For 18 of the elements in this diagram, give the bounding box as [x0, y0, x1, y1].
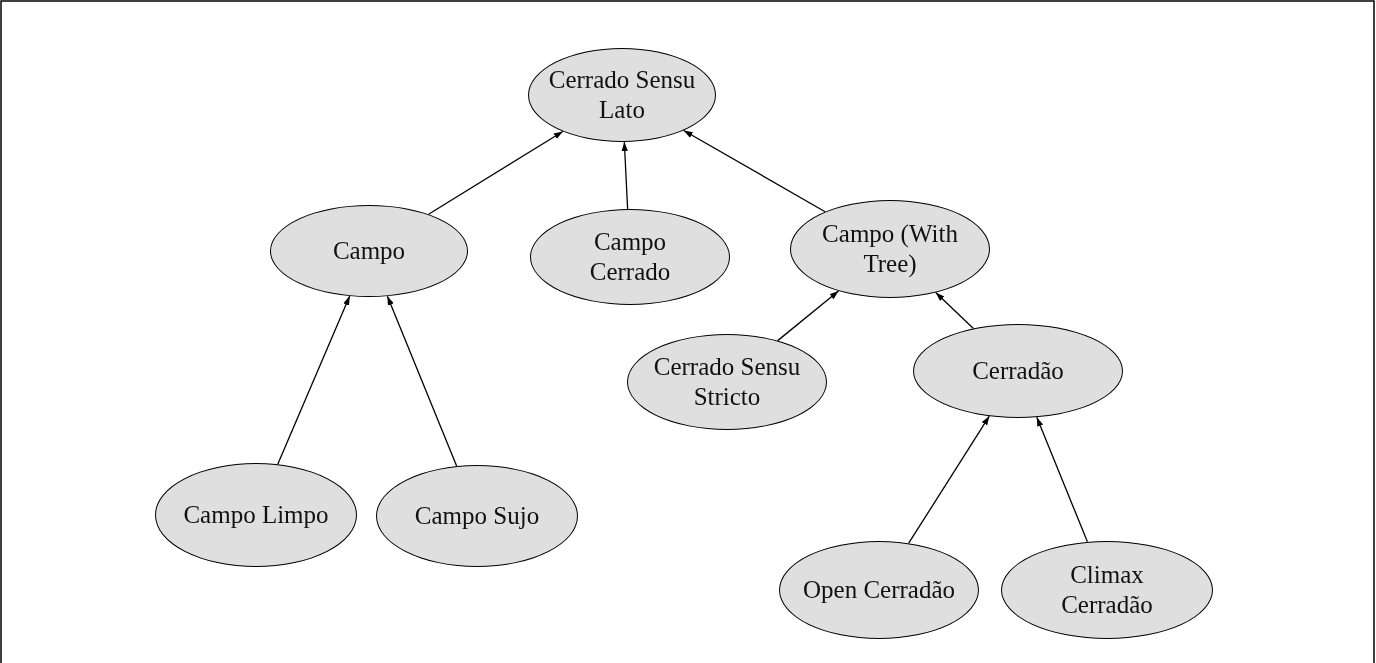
node-label: Campo — [332, 236, 406, 266]
arrow — [277, 295, 351, 465]
node-label: Cerrado Sensu Lato — [547, 65, 697, 125]
arrow — [1036, 416, 1089, 543]
arrow — [386, 295, 458, 467]
arrow — [935, 291, 974, 330]
node-label: Campo (With Tree) — [821, 219, 959, 279]
arrow — [777, 290, 840, 342]
arrow — [427, 130, 564, 215]
node-label: Cerrado Sensu Stricto — [652, 352, 802, 412]
arrow — [683, 129, 826, 213]
arrow — [621, 141, 629, 210]
node-label: Campo Sujo — [414, 501, 540, 531]
node-label: Campo Cerrado — [588, 227, 672, 287]
node-label: Campo Limpo — [183, 500, 329, 530]
node-label: Open Cerradão — [803, 575, 955, 605]
node-label: Cerradão — [972, 356, 1064, 386]
node-label: Climax Cerradão — [1060, 560, 1154, 620]
